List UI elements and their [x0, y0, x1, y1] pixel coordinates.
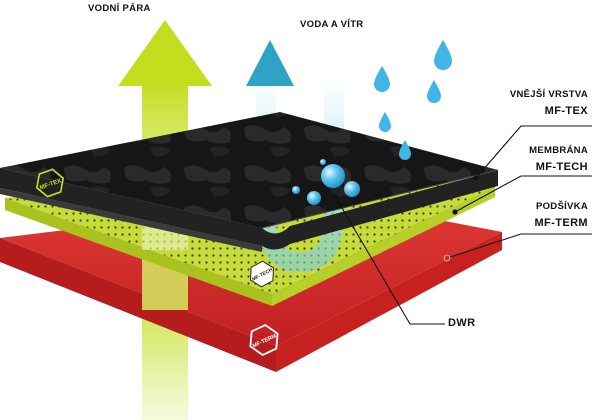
water-wind-label: VODA A VÍTR	[300, 19, 364, 30]
membrane-title: MEMBRÁNA	[529, 145, 588, 156]
water-drop-icon	[379, 112, 391, 132]
leader-markers	[332, 175, 479, 262]
leader-lining	[446, 233, 592, 259]
water-drop-icon	[427, 80, 441, 103]
outer-layer-name: MF-TEX	[544, 105, 588, 117]
dwr-label: DWR	[448, 317, 476, 329]
outer-layer-title: VNĚJŠÍ VRSTVA	[509, 89, 588, 100]
water-drop-icon	[434, 40, 452, 70]
rain-drops	[374, 40, 452, 160]
water-drop-icon	[399, 140, 411, 160]
hexagon-badge-icon: MF-TECH	[250, 260, 274, 288]
leader-dwr	[334, 195, 445, 325]
surface-droplets	[292, 159, 360, 205]
vapor-label: VODNÍ PÁRA	[88, 3, 151, 14]
lining-name: MF-TERM	[534, 217, 588, 229]
membrane-name: MF-TECH	[535, 161, 588, 173]
leader-outer	[475, 125, 592, 179]
leader-membrane	[454, 175, 592, 213]
lining-title: PODŠÍVKA	[535, 201, 588, 212]
outer-layer	[0, 112, 499, 252]
leader-lines	[334, 125, 592, 325]
water-drop-icon	[374, 66, 390, 92]
